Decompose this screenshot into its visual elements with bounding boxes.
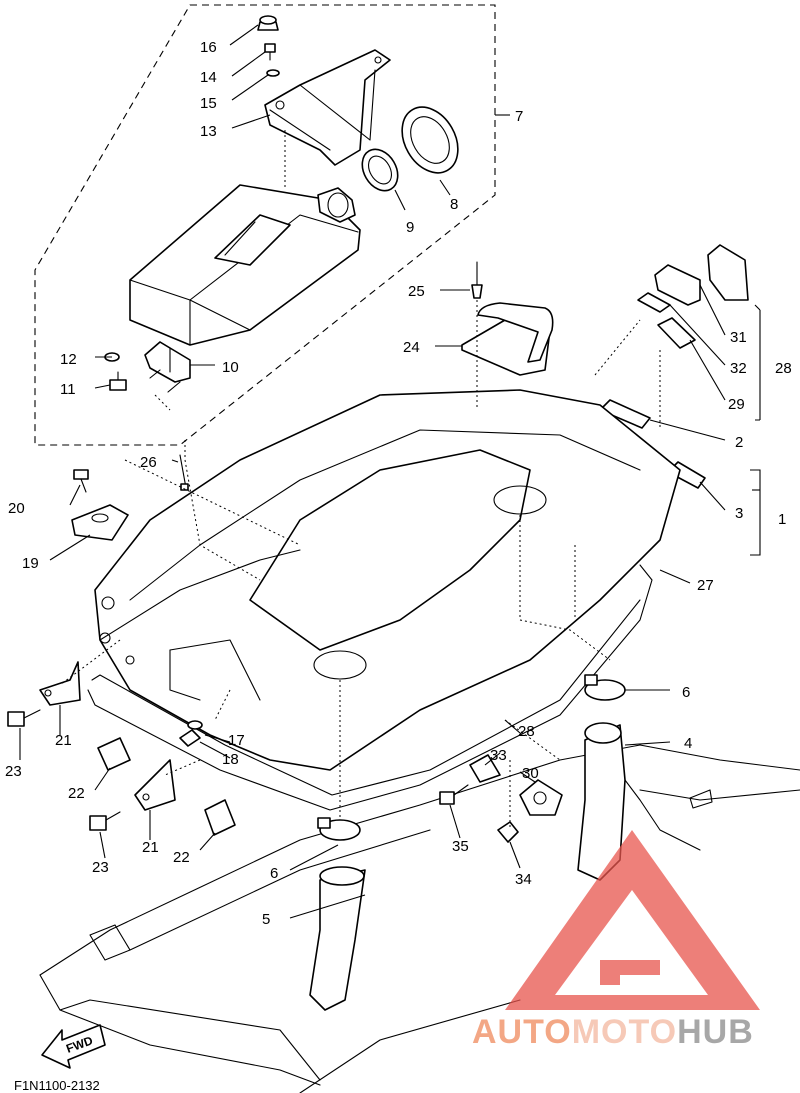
callout-11: 11	[60, 381, 76, 398]
assembly-lines	[59, 130, 661, 830]
bracket-part-21-upper	[39, 661, 81, 706]
seal-part-2	[599, 399, 651, 429]
callout-35: 35	[452, 838, 469, 855]
handle-part-24	[461, 302, 554, 376]
bracket-part-21-lower	[134, 759, 176, 811]
main-deck-part-1	[94, 389, 681, 771]
watermark-brand: AUTOMOTOHUB	[472, 1013, 754, 1051]
callout-6-lower: 6	[270, 865, 278, 882]
callout-34: 34	[515, 871, 532, 888]
callout-22-lower: 22	[173, 849, 190, 866]
watermark-triangle-icon	[505, 830, 760, 1010]
nut-part-34	[497, 821, 519, 843]
bolt-part-11	[109, 371, 127, 391]
nut-part-17	[179, 729, 201, 747]
bracket-part-31	[654, 264, 701, 306]
plate-part-29	[657, 317, 696, 349]
bolt-part-23-lower	[89, 811, 121, 831]
gasket-part-32	[637, 292, 671, 313]
callout-12: 12	[60, 351, 77, 368]
flange-part-30	[519, 779, 563, 816]
callout-21-lower: 21	[142, 839, 159, 856]
screw-part-26	[179, 454, 189, 491]
callout-15: 15	[200, 95, 217, 112]
watermark-logo: AUTOMOTOHUB	[472, 830, 760, 1051]
screw-part-20	[73, 469, 89, 493]
callout-4: 4	[684, 735, 692, 752]
callout-7: 7	[515, 108, 523, 125]
callout-22-upper: 22	[68, 785, 85, 802]
callout-labels: 16 14 15 13 7 8 9 10 12 11 25 24 31 32 2…	[5, 39, 792, 928]
hose-part-5	[309, 866, 366, 1011]
callout-18: 18	[222, 751, 239, 768]
callout-25: 25	[408, 283, 425, 300]
callout-1: 1	[778, 511, 786, 528]
callout-8: 8	[450, 196, 458, 213]
callout-32: 32	[730, 360, 747, 377]
bolt-part-23-upper	[7, 709, 41, 727]
ring-part-8	[401, 106, 459, 174]
ring-part-9	[361, 148, 399, 192]
screws-part-10	[149, 369, 181, 393]
pin-part-25	[471, 261, 483, 299]
callout-28-lower: 28	[518, 723, 535, 740]
callout-24: 24	[403, 339, 420, 356]
callout-23-lower: 23	[92, 859, 109, 876]
leader-lines	[19, 24, 761, 919]
callout-2: 2	[735, 434, 743, 451]
watermark-brand-moto: MOTO	[572, 1013, 677, 1051]
callout-16: 16	[200, 39, 217, 56]
callout-20: 20	[8, 500, 25, 517]
callout-29: 29	[728, 396, 745, 413]
clamp-part-6-upper	[584, 674, 626, 701]
callout-17: 17	[228, 732, 245, 749]
plate-part-22-upper	[97, 737, 131, 771]
callout-9: 9	[406, 219, 414, 236]
callout-33: 33	[490, 747, 507, 764]
callout-23-upper: 23	[5, 763, 22, 780]
callout-26: 26	[140, 454, 157, 471]
hinge-part-10	[144, 341, 191, 383]
washer-part-15	[266, 69, 280, 77]
callout-28-upper: 28	[775, 360, 792, 377]
bolt-part-35	[439, 784, 469, 805]
cover-box-part-7	[129, 184, 361, 346]
pad-part-19	[71, 504, 129, 541]
bracket-part-13	[264, 49, 391, 166]
callout-19: 19	[22, 555, 39, 572]
rail-part-27	[87, 564, 653, 811]
watermark-brand-hub: HUB	[677, 1013, 754, 1051]
callout-27: 27	[697, 577, 714, 594]
gasket-part-33	[469, 754, 501, 783]
plate-part-22-lower	[204, 799, 236, 836]
forward-arrow-icon: FWD	[41, 1024, 106, 1069]
callout-10: 10	[222, 359, 239, 376]
washer-part-18	[187, 720, 203, 730]
callout-6-upper: 6	[682, 684, 690, 701]
callout-13: 13	[200, 123, 217, 140]
callout-3: 3	[735, 505, 743, 522]
callout-31: 31	[730, 329, 747, 346]
cap-part-16	[257, 15, 279, 31]
callout-21-upper: 21	[55, 732, 72, 749]
callout-14: 14	[200, 69, 217, 86]
clamp-part-6-lower	[317, 817, 361, 841]
screw-part-14	[264, 43, 276, 61]
bracket-part-28	[707, 244, 749, 301]
callout-5: 5	[262, 911, 270, 928]
watermark-brand-auto: AUTO	[472, 1013, 572, 1051]
group-7-boundary	[34, 4, 496, 446]
callout-30: 30	[522, 765, 539, 782]
drawing-code: F1N1100-2132	[14, 1078, 100, 1093]
